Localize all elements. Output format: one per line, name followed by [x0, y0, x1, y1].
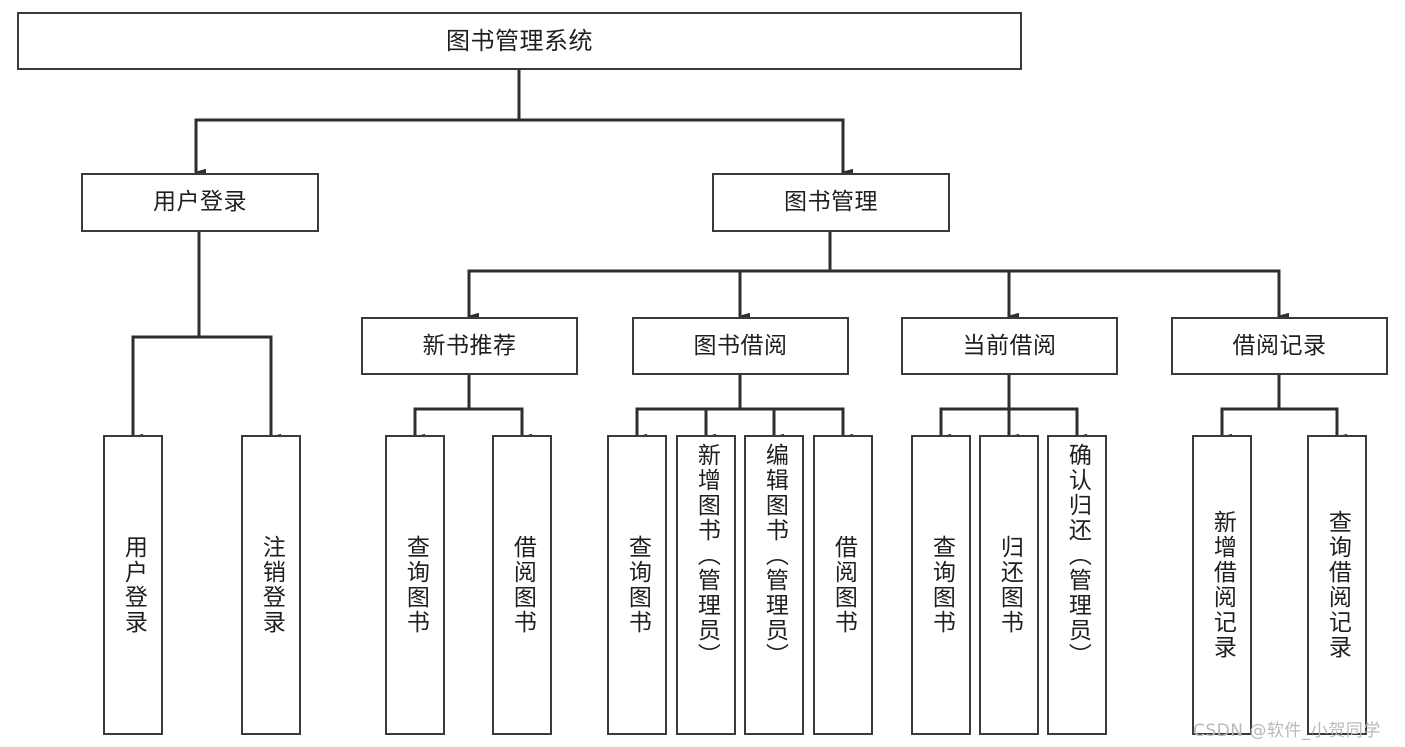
node-leaf-user-logout[interactable]: 注销登录 — [241, 435, 301, 735]
node-leaf-add-record-label: 新增借阅记录 — [1209, 510, 1236, 660]
node-book-manage[interactable]: 图书管理 — [712, 173, 950, 232]
node-leaf-query-book-2-label: 查询图书 — [624, 535, 651, 635]
node-leaf-confirm-return-label: 确认归还（管理员） — [1064, 443, 1091, 668]
node-leaf-query-book-1-label: 查询图书 — [402, 535, 429, 635]
watermark: CSDN @软件_小贺同学 — [1193, 721, 1381, 741]
node-current-borrow[interactable]: 当前借阅 — [901, 317, 1118, 375]
node-book-borrow-label: 图书借阅 — [693, 332, 788, 359]
node-leaf-user-login[interactable]: 用户登录 — [103, 435, 163, 735]
node-leaf-edit-book[interactable]: 编辑图书（管理员） — [744, 435, 804, 735]
node-leaf-query-book-1[interactable]: 查询图书 — [385, 435, 445, 735]
node-new-book-recommend-label: 新书推荐 — [422, 332, 517, 359]
node-root-label: 图书管理系统 — [446, 27, 593, 55]
node-leaf-borrow-book-1[interactable]: 借阅图书 — [492, 435, 552, 735]
node-leaf-query-book-3[interactable]: 查询图书 — [911, 435, 971, 735]
node-borrow-record-label: 借阅记录 — [1232, 332, 1327, 359]
node-leaf-user-login-label: 用户登录 — [120, 535, 147, 635]
node-leaf-confirm-return[interactable]: 确认归还（管理员） — [1047, 435, 1107, 735]
node-leaf-query-record-label: 查询借阅记录 — [1324, 510, 1351, 660]
node-borrow-record[interactable]: 借阅记录 — [1171, 317, 1388, 375]
node-leaf-query-book-3-label: 查询图书 — [928, 535, 955, 635]
node-leaf-borrow-book-1-label: 借阅图书 — [509, 535, 536, 635]
node-user-login-label: 用户登录 — [153, 189, 247, 216]
node-current-borrow-label: 当前借阅 — [962, 332, 1057, 359]
node-leaf-return-book-label: 归还图书 — [996, 535, 1023, 635]
node-leaf-user-logout-label: 注销登录 — [258, 535, 285, 635]
node-leaf-add-book-label: 新增图书（管理员） — [693, 443, 720, 668]
node-leaf-borrow-book-2-label: 借阅图书 — [830, 535, 857, 635]
node-leaf-query-book-2[interactable]: 查询图书 — [607, 435, 667, 735]
node-root[interactable]: 图书管理系统 — [17, 12, 1022, 70]
node-new-book-recommend[interactable]: 新书推荐 — [361, 317, 578, 375]
node-book-manage-label: 图书管理 — [784, 189, 878, 216]
node-leaf-return-book[interactable]: 归还图书 — [979, 435, 1039, 735]
node-leaf-add-book[interactable]: 新增图书（管理员） — [676, 435, 736, 735]
node-user-login[interactable]: 用户登录 — [81, 173, 319, 232]
node-leaf-edit-book-label: 编辑图书（管理员） — [761, 443, 788, 668]
node-leaf-borrow-book-2[interactable]: 借阅图书 — [813, 435, 873, 735]
node-leaf-add-record[interactable]: 新增借阅记录 — [1192, 435, 1252, 735]
node-leaf-query-record[interactable]: 查询借阅记录 — [1307, 435, 1367, 735]
node-book-borrow[interactable]: 图书借阅 — [632, 317, 849, 375]
